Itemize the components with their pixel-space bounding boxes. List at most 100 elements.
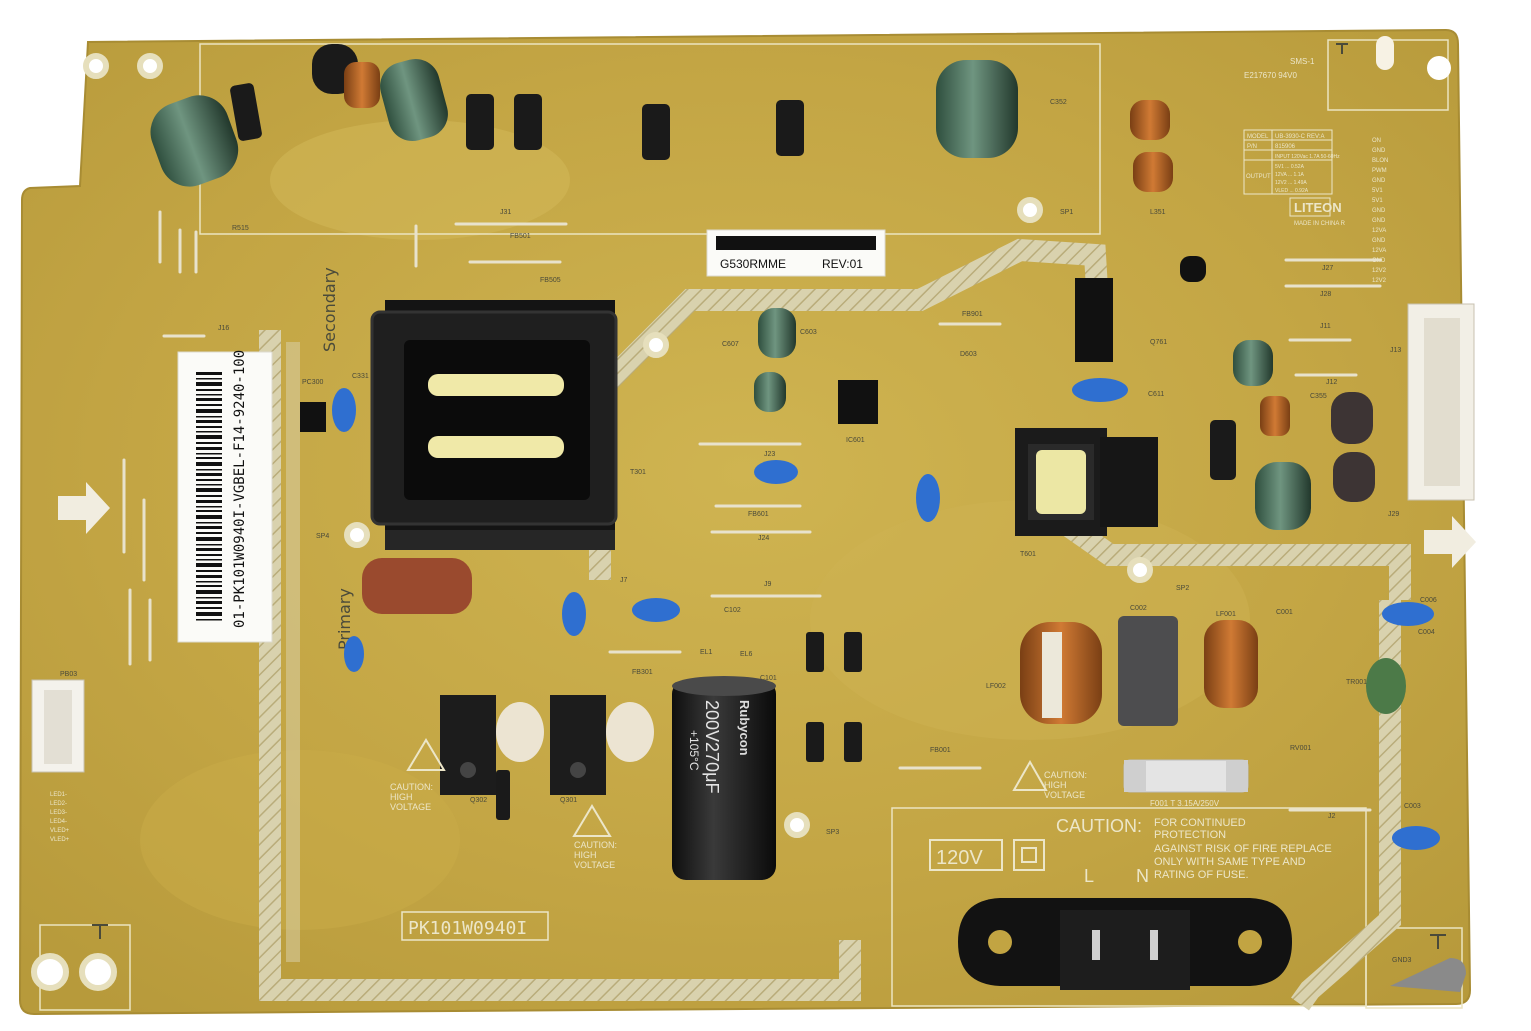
caution-block: CAUTION: FOR CONTINUED PROTECTION AGAINS… <box>929 816 1332 886</box>
inductor <box>344 62 380 108</box>
ref-label: J27 <box>1322 265 1333 272</box>
electrolytic-capacitor <box>1255 462 1311 530</box>
caution-line: FOR CONTINUED <box>1154 817 1246 829</box>
ref-label: T301 <box>630 469 646 476</box>
ref-label: D603 <box>960 351 977 358</box>
power-transistors <box>440 695 654 795</box>
ref-label: C003 <box>1404 803 1421 810</box>
capacitor-temp: +105°C <box>687 730 701 771</box>
rating-pn-label: P/N <box>1247 144 1257 150</box>
part-number-text: PK101W0940I <box>408 918 527 939</box>
electrolytic-capacitor <box>754 372 786 412</box>
diode <box>844 632 862 672</box>
connector-pin-label: 12V2 <box>1372 268 1387 274</box>
ref-label: C006 <box>1420 597 1437 604</box>
ref-label: J24 <box>758 535 769 542</box>
ref-label: FB601 <box>748 511 769 518</box>
diode <box>466 94 494 150</box>
ground-lug <box>1390 958 1466 992</box>
capacitor-brand: Rubycon <box>737 700 752 756</box>
revision-text: REV:01 <box>822 257 863 271</box>
ref-label: SP1 <box>1060 209 1073 216</box>
electrolytic-capacitor <box>1233 340 1273 386</box>
rating-row: 5V1 ... 0.52A <box>1275 164 1305 170</box>
part-number-box: PK101W0940I <box>401 911 549 941</box>
transistor-q301 <box>550 695 606 795</box>
ref-label: L351 <box>1150 209 1166 216</box>
led-pin-label: LED2- <box>50 801 67 807</box>
ref-label: FB001 <box>930 747 951 754</box>
mounting-hole <box>1017 197 1043 223</box>
ref-label: SP4 <box>316 533 329 540</box>
ref-label: FB501 <box>510 233 531 240</box>
ref-label: FB301 <box>632 669 653 676</box>
mounting-hole <box>137 53 163 79</box>
y-capacitor <box>1392 826 1440 850</box>
direction-arrows <box>58 482 1476 568</box>
mounting-hole <box>83 53 109 79</box>
ref-label: GND3 <box>1392 957 1412 964</box>
ref-label: J2 <box>1328 813 1336 820</box>
ref-label: FB505 <box>540 277 561 284</box>
barcode-text: 01-PK101W0940I-VGBEL-F14-9240-100 <box>232 350 248 628</box>
led-pin-label: VLED+ <box>50 837 70 843</box>
electrolytic-capacitor <box>1331 392 1373 444</box>
y-capacitor <box>632 598 680 622</box>
ref-label: J23 <box>764 451 775 458</box>
ac-line-label: L <box>1084 866 1094 886</box>
ref-label: RV001 <box>1290 745 1311 752</box>
ac-inlet <box>958 898 1292 990</box>
capacitor-value: 200V270μF <box>702 700 722 793</box>
high-voltage-warnings: CAUTION: HIGH VOLTAGE CAUTION: HIGH VOLT… <box>390 738 1087 870</box>
model-sticker-text: G530RMME <box>720 257 786 271</box>
ref-label: Q302 <box>470 797 487 804</box>
ref-label: J12 <box>1326 379 1337 386</box>
rating-output-label: OUTPUT <box>1246 174 1271 180</box>
rating-model-label: MODEL <box>1247 134 1269 140</box>
y-capacitors <box>332 378 1440 850</box>
electrolytic-capacitor <box>758 308 796 358</box>
optocoupler <box>1075 278 1113 362</box>
integrated-circuits <box>300 256 1206 432</box>
jumper-wires <box>122 210 1382 812</box>
ref-label: T601 <box>1020 551 1036 558</box>
ul-code-text: E217670 94V0 <box>1244 71 1297 80</box>
secondary-label: Secondary <box>320 267 339 352</box>
electrolytic-capacitor <box>380 58 448 142</box>
primary-label: Primary <box>335 588 354 650</box>
ref-label: LF002 <box>986 683 1006 690</box>
mounting-holes <box>31 36 1451 991</box>
caution-line: ONLY WITH SAME TYPE AND <box>1154 856 1306 868</box>
mounting-hole <box>344 522 370 548</box>
caution-line: PROTECTION <box>1154 829 1226 841</box>
warning-triangle-icon <box>1012 759 1048 791</box>
rating-row: 12VA ... 1.1A <box>1275 172 1304 178</box>
ref-label: C355 <box>1310 393 1327 400</box>
ref-label: J31 <box>500 209 511 216</box>
mounting-hole <box>643 332 669 358</box>
sms-text: SMS-1 <box>1290 57 1315 66</box>
connector-pin-label: 12VA <box>1372 228 1386 234</box>
mounting-hole <box>1427 56 1451 80</box>
ref-label: J13 <box>1390 347 1401 354</box>
ref-label: SP3 <box>826 829 839 836</box>
inductors <box>344 62 1290 724</box>
thermistor <box>1366 658 1406 714</box>
diode <box>514 94 542 150</box>
y-capacitor <box>562 592 586 636</box>
ref-label: C001 <box>1276 609 1293 616</box>
optocoupler <box>300 402 326 432</box>
rating-model-value: UB-3930-C REV:A <box>1275 134 1324 140</box>
electrolytic-capacitor <box>1333 452 1375 502</box>
hv-warning-text: HIGH <box>574 850 597 860</box>
rating-pn-value: 815906 <box>1275 144 1296 150</box>
aux-transformer <box>1015 428 1158 536</box>
ref-label: EL1 <box>700 649 713 656</box>
fuse-label: F001 T 3.15A/250V <box>1150 799 1220 808</box>
ic-ic601 <box>838 380 878 424</box>
led-pin-label: LED4- <box>50 819 67 825</box>
ref-label: IC601 <box>846 437 865 444</box>
ref-label: C352 <box>1050 99 1067 106</box>
connector-pin-label: GND <box>1372 178 1386 184</box>
led-pin-label: LED1- <box>50 792 67 798</box>
